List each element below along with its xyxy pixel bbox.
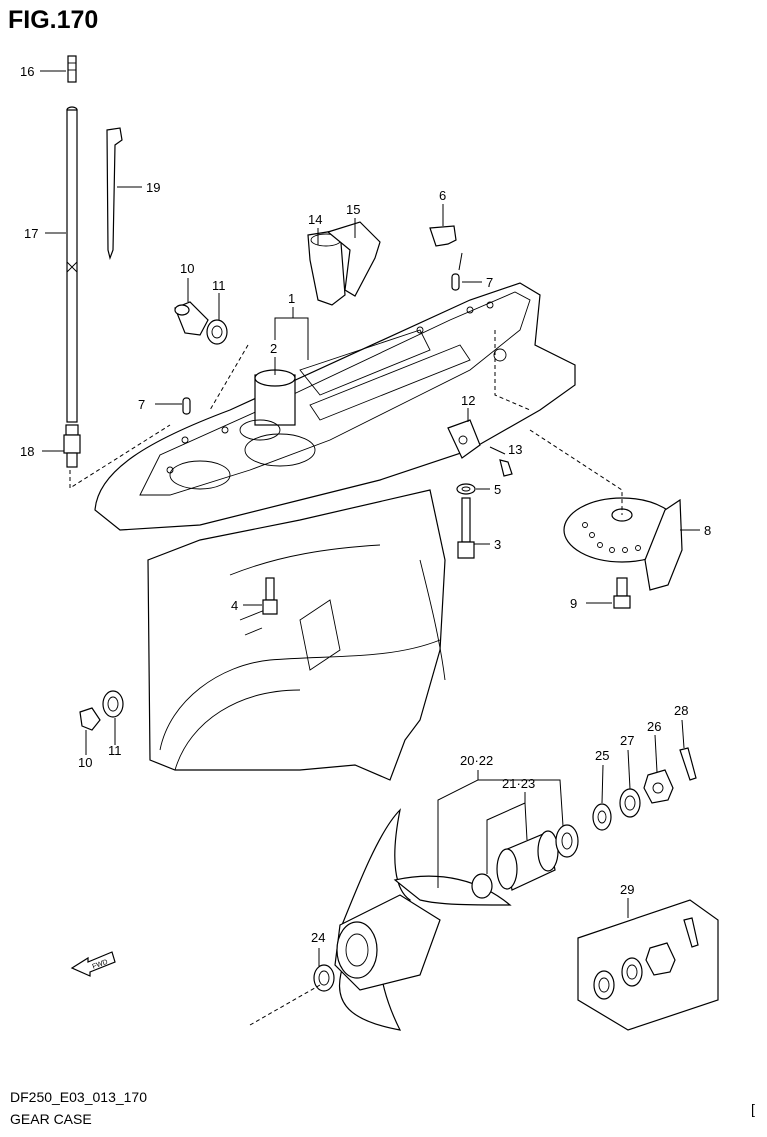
part-9-bolt <box>613 577 631 609</box>
callout-28: 28 <box>674 703 688 718</box>
part-10-plug-lower <box>79 707 101 731</box>
callout-3: 3 <box>494 537 501 552</box>
part-13-screw <box>499 459 513 477</box>
callout-20-22: 20·22 <box>460 753 493 768</box>
part-12-bracket <box>447 419 481 459</box>
part-15-plate <box>326 221 381 297</box>
callout-24: 24 <box>311 930 325 945</box>
part-4-bolt <box>262 577 278 615</box>
part-20-22-washer <box>555 824 579 858</box>
callout-21-23: 21·23 <box>502 776 535 791</box>
part-7-pin-left <box>182 397 191 415</box>
callout-7-right: 7 <box>486 275 493 290</box>
callout-25: 25 <box>595 748 609 763</box>
callout-4: 4 <box>231 598 238 613</box>
fwd-arrow-icon: FWD <box>70 951 116 977</box>
callout-15: 15 <box>346 202 360 217</box>
part-7-pin-right <box>451 273 460 291</box>
callout-2: 2 <box>270 341 277 356</box>
part-25-washer <box>592 803 612 831</box>
callout-8: 8 <box>704 523 711 538</box>
part-5-washer <box>456 483 476 495</box>
callout-5: 5 <box>494 482 501 497</box>
part-16-pin <box>67 55 77 83</box>
callout-1: 1 <box>288 291 295 306</box>
diagram-name: GEAR CASE <box>10 1111 92 1127</box>
callout-29: 29 <box>620 882 634 897</box>
callout-13: 13 <box>508 442 522 457</box>
part-24-spacer <box>313 964 335 992</box>
gear-case-housing <box>94 282 576 781</box>
callout-10-lower: 10 <box>78 755 92 770</box>
part-19-strap <box>106 127 123 261</box>
part-27-washer <box>619 788 641 818</box>
figure-title: FIG.170 <box>8 6 99 34</box>
callout-9: 9 <box>570 596 577 611</box>
callout-16: 16 <box>20 64 34 79</box>
callout-18: 18 <box>20 444 34 459</box>
part-10-plug-top <box>174 301 209 336</box>
part-28-cotter-pin <box>679 747 697 781</box>
part-3-bolt <box>457 497 475 559</box>
callout-12: 12 <box>461 393 475 408</box>
callout-14: 14 <box>308 212 322 227</box>
diagram-code: DF250_E03_013_170 <box>10 1089 148 1105</box>
callout-11-lower: 11 <box>108 743 122 758</box>
part-11-washer-lower <box>102 690 124 718</box>
callout-7-left: 7 <box>138 397 145 412</box>
callout-10-top: 10 <box>180 261 194 276</box>
part-17-drive-shaft <box>66 106 78 423</box>
part-29-kit <box>577 899 719 1031</box>
callout-11-top: 11 <box>212 278 226 293</box>
corner-mark: [ <box>751 1101 755 1117</box>
propeller <box>334 808 512 1031</box>
callout-6: 6 <box>439 188 446 203</box>
part-18-fitting <box>63 424 81 468</box>
callout-26: 26 <box>647 719 661 734</box>
part-21-23-bushing <box>471 830 559 899</box>
leader-lines <box>40 70 700 1026</box>
part-8-trim-tab <box>563 497 683 591</box>
part-11-washer-top <box>206 319 228 345</box>
part-6-cap <box>429 225 457 247</box>
callout-17: 17 <box>24 226 38 241</box>
callout-27: 27 <box>620 733 634 748</box>
callout-19: 19 <box>146 180 160 195</box>
callout-labels: 16 17 18 19 10 11 7 7 14 15 6 1 2 12 13 … <box>20 64 711 945</box>
part-26-nut <box>643 769 674 804</box>
